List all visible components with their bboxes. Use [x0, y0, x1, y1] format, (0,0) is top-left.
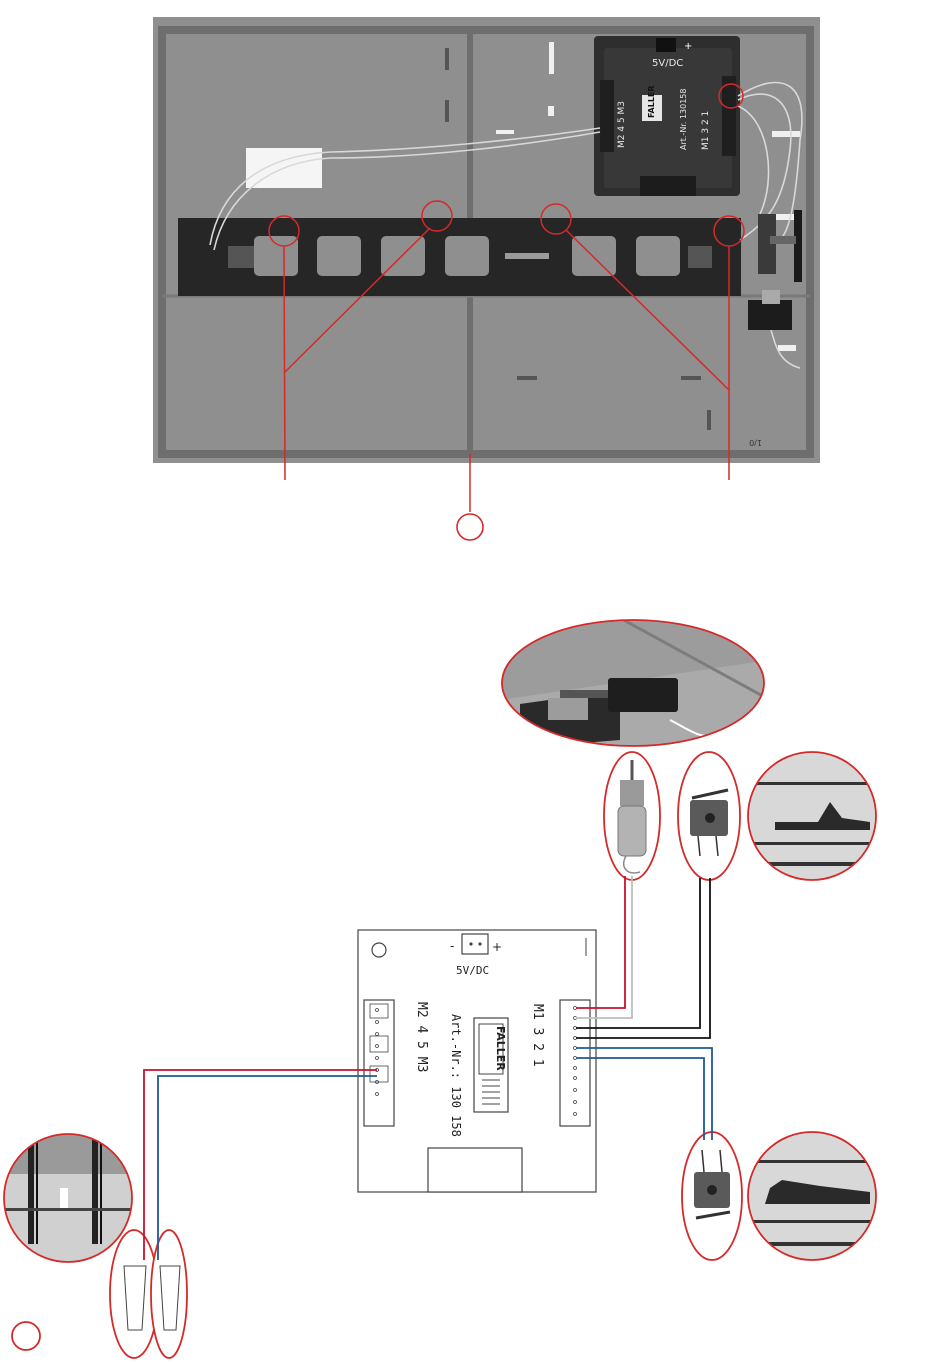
schematic-plus: +: [492, 940, 502, 954]
photo-plus-label: +: [684, 41, 692, 52]
schematic-minus: -: [450, 939, 454, 953]
schematic-left-labels: M2 4 5 M3: [414, 1002, 429, 1072]
control-module-photo: + 5V/DC M2 4 5 M3 Art.-Nr. 130158 M1 3 2…: [594, 36, 740, 196]
info-circle-icon: [457, 514, 483, 540]
detail-ramp-bottom: [748, 1132, 878, 1262]
control-module-schematic: - + 5V/DC FALLER: [358, 930, 596, 1192]
photo-power-label: 5V/DC: [652, 58, 683, 69]
rail-clamp-left: [228, 246, 254, 268]
schematic-power-label: 5V/DC: [456, 964, 489, 977]
microswitch-bottom: [682, 1132, 742, 1260]
schematic-right-labels: M1 3 2 1: [530, 1004, 545, 1067]
reed-contact-icon: [160, 1266, 180, 1330]
detail-rail-zoom: [500, 618, 770, 760]
rail-center-slot: [505, 253, 549, 259]
baseplate-photo: + 5V/DC M2 4 5 M3 Art.-Nr. 130158 M1 3 2…: [153, 17, 820, 463]
photo-pin-labels-left: M2 4 5 M3: [617, 101, 627, 148]
rail-clamp-right: [688, 246, 712, 268]
info-circle-icon: [12, 1322, 40, 1350]
microswitch-top: [678, 752, 740, 880]
photo-pin-labels-right: M1 3 2 1: [701, 111, 711, 150]
detail-reed-contacts: [4, 1134, 132, 1262]
photo-art-no: Art.-Nr. 130158: [679, 89, 688, 151]
reed-contact-icon: [124, 1266, 146, 1330]
schematic-art-no: Art.-Nr.: 130 158: [449, 1014, 463, 1137]
photo-brand: FALLER: [647, 85, 656, 118]
motor-part: [604, 752, 660, 880]
detail-ramp-top: [748, 752, 878, 882]
photo-side-marks: 1/0: [749, 438, 762, 447]
reed-contact-2: [151, 1230, 187, 1358]
schematic-brand: FALLER: [494, 1026, 507, 1071]
